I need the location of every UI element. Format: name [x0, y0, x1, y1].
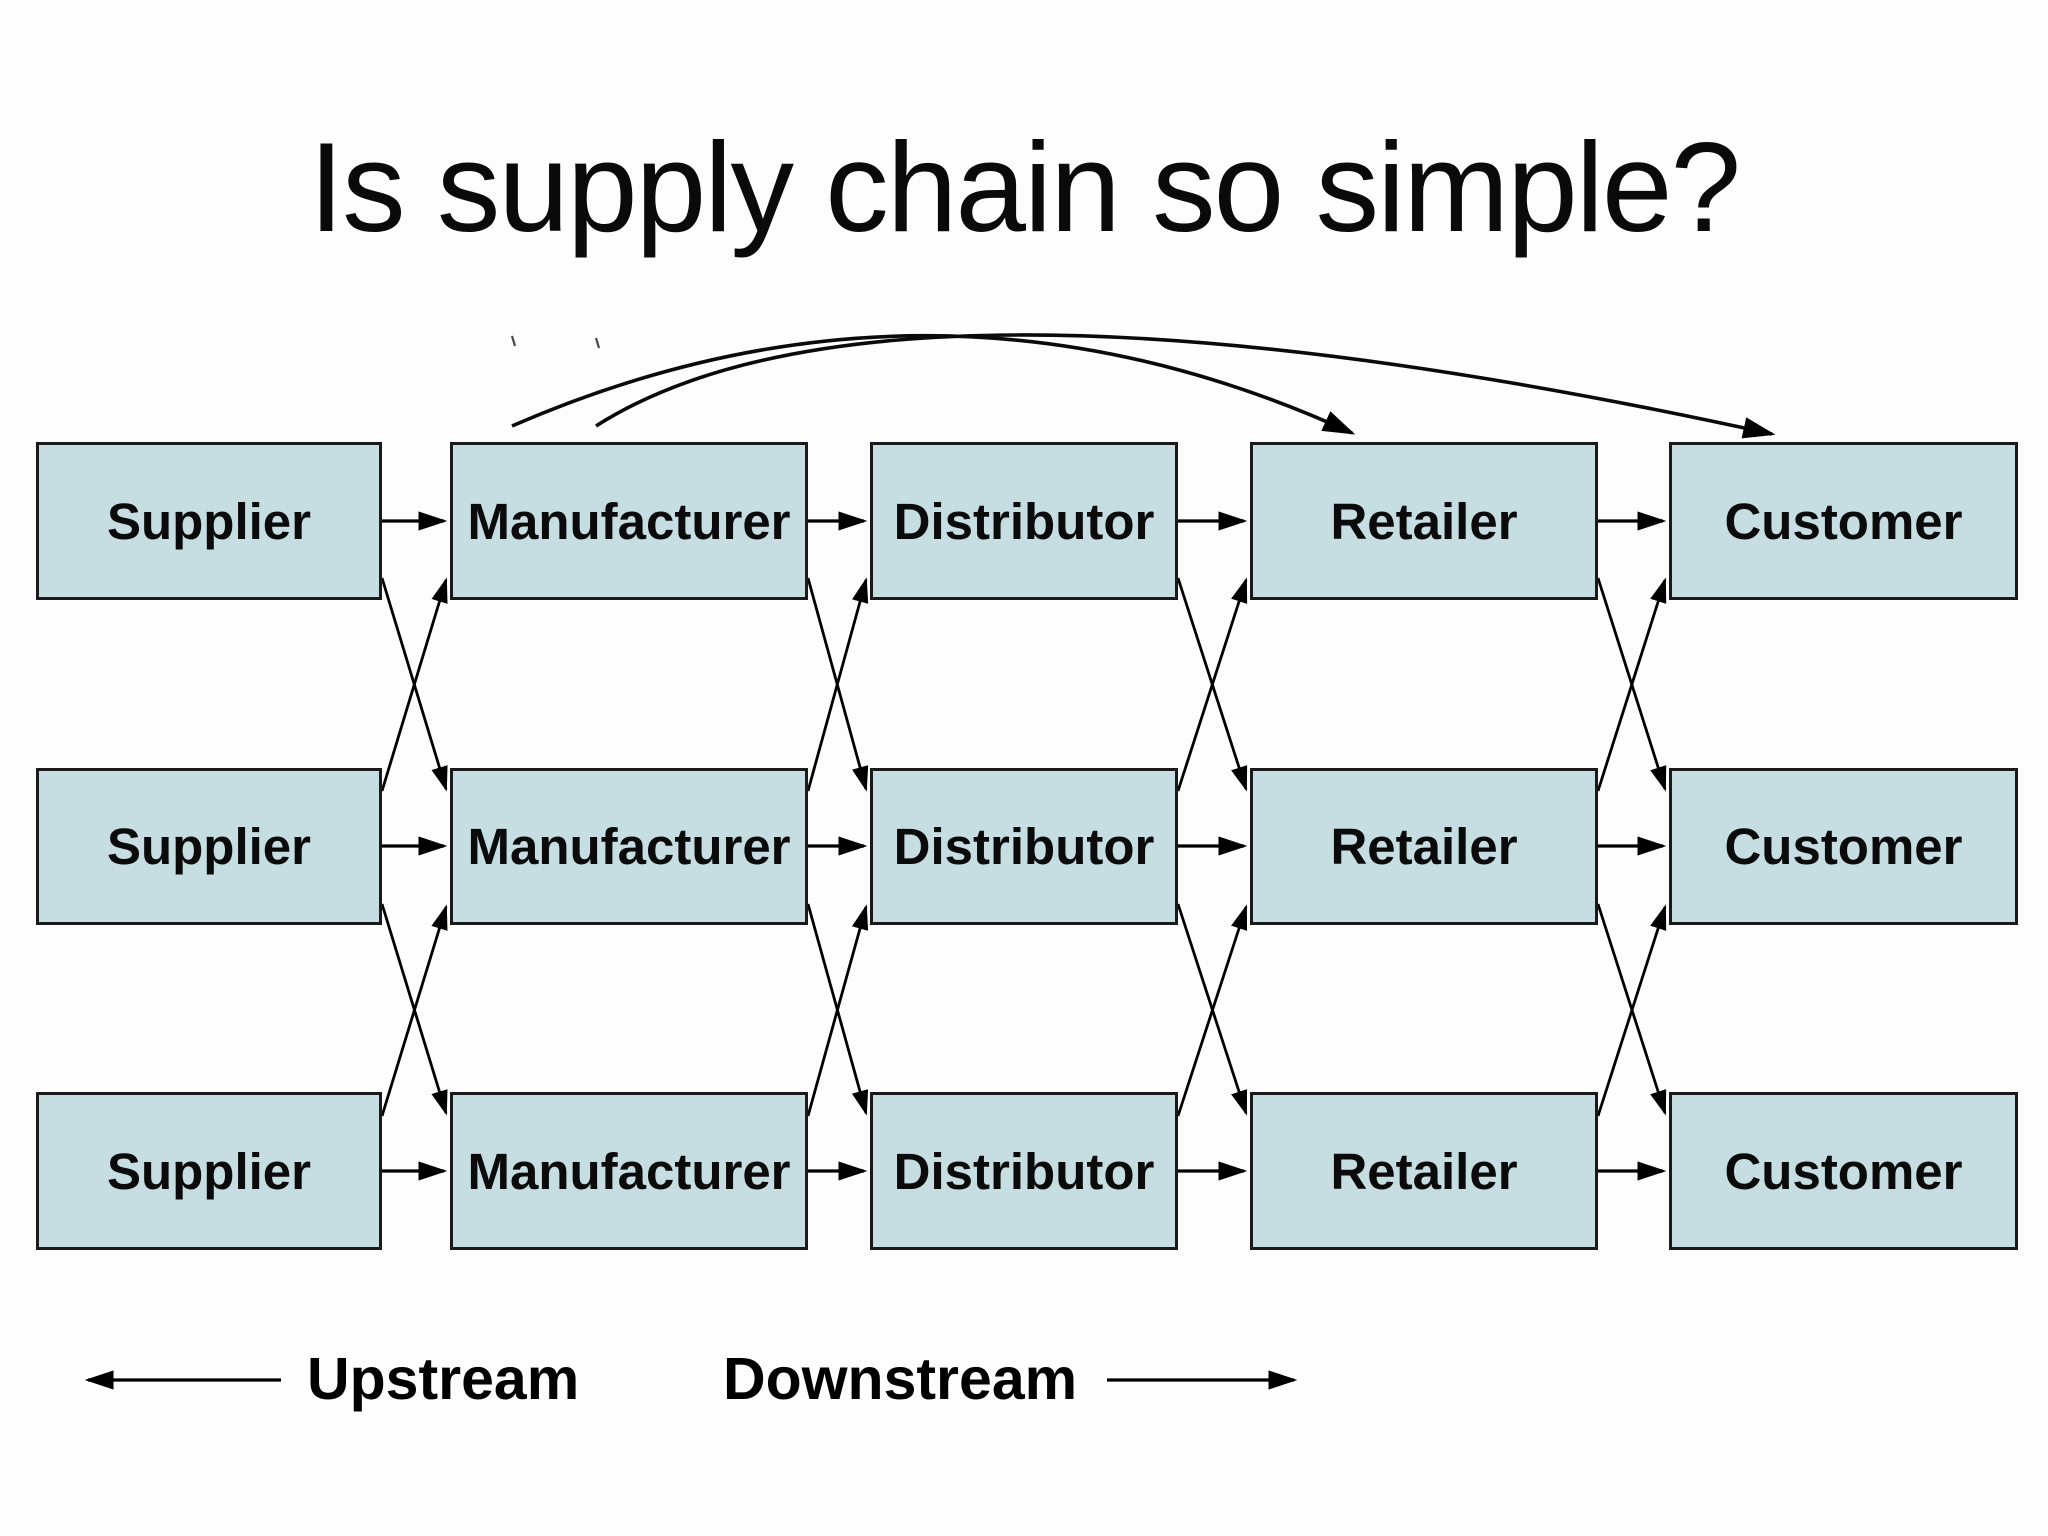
arrow-diag-distributor-r2-retailer-r1 [1176, 577, 1248, 792]
box-customer-row2: Customer [1669, 768, 2018, 925]
box-supplier-row1: Supplier [36, 442, 382, 600]
downstream-label: Downstream [723, 1346, 1078, 1412]
box-manufacturer-row3-label: Manufacturer [467, 1142, 791, 1200]
arrow-diag-manufacturer-r2-distributor-r1 [806, 577, 869, 792]
arrow-diag-distributor-r3-retailer-r2 [1176, 904, 1248, 1117]
horizontal-flow-arrows [382, 511, 1667, 1181]
box-customer-row1-label: Customer [1724, 492, 1963, 550]
diagonal-flow-arrows-rows2-3 [380, 903, 1667, 1117]
arrow-diag-retailer-r3-customer-r2 [1596, 904, 1667, 1117]
slide-title: Is supply chain so simple? [308, 116, 1741, 258]
box-distributor-row3-label: Distributor [893, 1142, 1155, 1200]
stray-tick-mark [594, 337, 601, 349]
box-retailer-row2: Retailer [1250, 768, 1598, 925]
arc-manufacturer-to-customer [595, 333, 1776, 439]
box-distributor-row3: Distributor [870, 1092, 1178, 1250]
box-distributor-row1-label: Distributor [893, 492, 1155, 550]
arrow-diag-supplier-r3-manufacturer-r2 [380, 904, 448, 1117]
box-manufacturer-row2: Manufacturer [450, 768, 808, 925]
box-distributor-row1: Distributor [870, 442, 1178, 600]
box-retailer-row3-label: Retailer [1330, 1142, 1518, 1200]
box-supplier-row3: Supplier [36, 1092, 382, 1250]
box-supplier-row3-label: Supplier [106, 1142, 312, 1200]
stray-tick-mark [510, 335, 517, 347]
upstream-label: Upstream [307, 1346, 580, 1412]
arrow-diag-supplier-r2-manufacturer-r1 [380, 577, 448, 792]
arc-manufacturer-to-retailer [511, 333, 1356, 435]
box-manufacturer-row1: Manufacturer [450, 442, 808, 600]
arrow-diag-manufacturer-r3-distributor-r2 [806, 904, 869, 1117]
box-manufacturer-row2-label: Manufacturer [467, 818, 791, 875]
box-manufacturer-row3: Manufacturer [450, 1092, 808, 1250]
box-retailer-row3: Retailer [1250, 1092, 1598, 1250]
box-manufacturer-row1-label: Manufacturer [467, 492, 791, 550]
box-customer-row3-label: Customer [1724, 1142, 1963, 1200]
arrow-diag-retailer-r2-customer-r1 [1596, 577, 1667, 792]
box-retailer-row1-label: Retailer [1330, 492, 1518, 550]
box-retailer-row1: Retailer [1250, 442, 1598, 600]
box-customer-row3: Customer [1669, 1092, 2018, 1250]
box-supplier-row1-label: Supplier [106, 492, 312, 550]
box-supplier-row2: Supplier [36, 768, 382, 925]
box-retailer-row2-label: Retailer [1330, 818, 1518, 875]
skip-level-arcs [510, 333, 1776, 439]
diagonal-flow-arrows-rows1-2 [380, 577, 1667, 792]
box-distributor-row2-label: Distributor [893, 818, 1155, 875]
box-distributor-row2: Distributor [870, 768, 1178, 925]
box-customer-row1: Customer [1669, 442, 2018, 600]
box-supplier-row2-label: Supplier [106, 818, 312, 875]
box-customer-row2-label: Customer [1724, 818, 1963, 875]
